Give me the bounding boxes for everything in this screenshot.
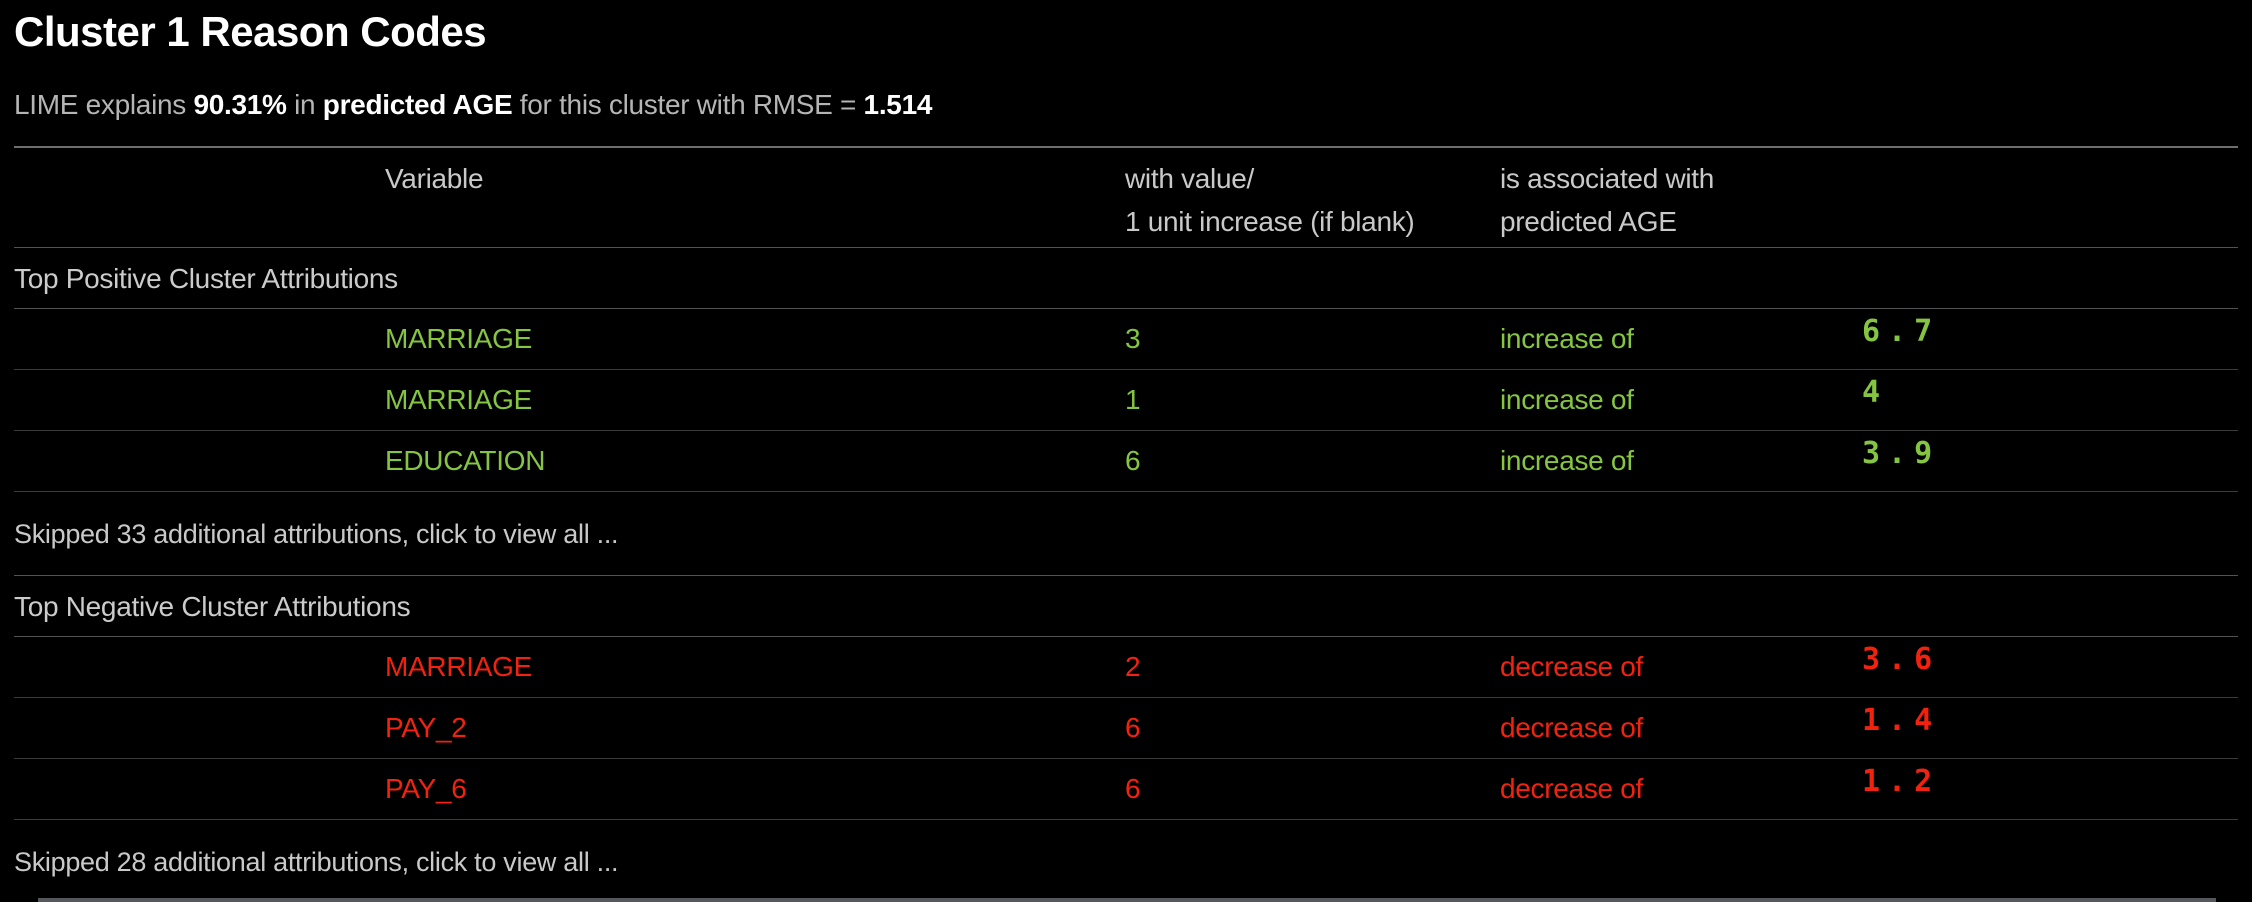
association-label: decrease of (1500, 773, 1644, 804)
section-positive-attributions: Top Positive Cluster Attributions MARRIA… (14, 248, 2238, 576)
variable-label: PAY_2 (385, 712, 467, 743)
variable-label: MARRIAGE (385, 651, 532, 682)
summary-mid2: for this cluster with RMSE = (512, 89, 864, 120)
attribution-amount: 1.4 (1862, 703, 1941, 738)
predicted-target: predicted AGE (322, 89, 513, 120)
column-header-variable: Variable (385, 163, 484, 194)
association-label: decrease of (1500, 651, 1644, 682)
attribution-amount: 1.2 (1862, 764, 1941, 799)
variable-value: 1 (1125, 384, 1141, 415)
variable-value: 6 (1125, 712, 1141, 743)
variable-label: PAY_6 (385, 773, 467, 804)
explained-percent: 90.31% (193, 89, 287, 120)
attribution-row: PAY_2 6 decrease of 1.4 (14, 698, 2238, 759)
variable-value: 6 (1125, 445, 1141, 476)
attribution-row: EDUCATION 6 increase of 3.9 (14, 431, 2238, 492)
variable-label: MARRIAGE (385, 323, 532, 354)
bottom-partial-element-edge (38, 898, 2216, 902)
variable-label: EDUCATION (385, 445, 546, 476)
lime-summary-line: LIME explains 90.31% in predicted AGE fo… (14, 56, 2238, 122)
attribution-amount: 4 (1862, 375, 1889, 410)
attribution-amount: 6.7 (1862, 314, 1941, 349)
attribution-row: MARRIAGE 1 increase of 4 (14, 370, 2238, 431)
column-header-value: with value/ 1 unit increase (if blank) (1125, 163, 1415, 237)
skipped-positive-view-all-link[interactable]: Skipped 33 additional attributions, clic… (14, 492, 2238, 576)
header-divider (14, 146, 2238, 148)
page-title: Cluster 1 Reason Codes (14, 8, 487, 55)
variable-label: MARRIAGE (385, 384, 532, 415)
variable-value: 2 (1125, 651, 1141, 682)
column-header-association: is associated with predicted AGE (1500, 163, 1715, 237)
negative-section-title: Top Negative Cluster Attributions (14, 576, 2238, 637)
summary-mid1: in (286, 89, 323, 120)
attribution-row: PAY_6 6 decrease of 1.2 (14, 759, 2238, 820)
table-header-row: Variable with value/ 1 unit increase (if… (14, 148, 2238, 248)
rmse-value: 1.514 (863, 89, 933, 120)
positive-section-title: Top Positive Cluster Attributions (14, 248, 2238, 309)
summary-prefix: LIME explains (14, 89, 194, 120)
attribution-amount: 3.6 (1862, 642, 1941, 677)
attribution-row: MARRIAGE 2 decrease of 3.6 (14, 637, 2238, 698)
association-label: increase of (1500, 384, 1634, 415)
association-label: decrease of (1500, 712, 1644, 743)
association-label: increase of (1500, 323, 1634, 354)
variable-value: 3 (1125, 323, 1141, 354)
skipped-negative-view-all-link[interactable]: Skipped 28 additional attributions, clic… (14, 847, 619, 877)
variable-value: 6 (1125, 773, 1141, 804)
attribution-amount: 3.9 (1862, 436, 1941, 471)
association-label: increase of (1500, 445, 1634, 476)
section-negative-attributions: Top Negative Cluster Attributions MARRIA… (14, 576, 2238, 902)
attribution-row: MARRIAGE 3 increase of 6.7 (14, 309, 2238, 370)
